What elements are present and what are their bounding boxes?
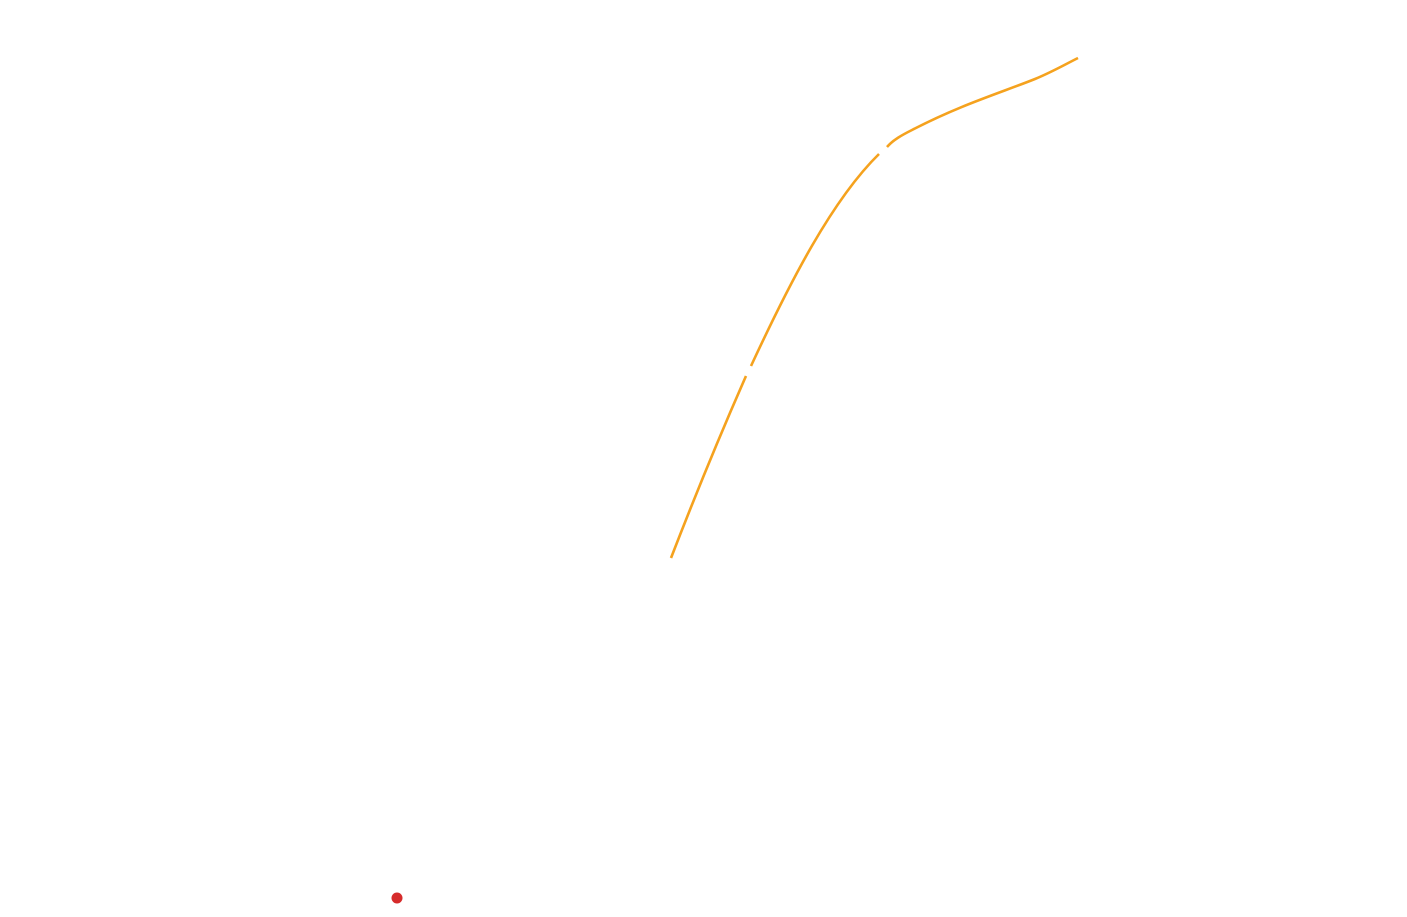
location-dot-icon[interactable] <box>391 892 403 904</box>
route-segment <box>886 56 1079 148</box>
route-segment <box>669 375 748 559</box>
route-segment <box>749 153 880 367</box>
route-line <box>669 56 1079 559</box>
